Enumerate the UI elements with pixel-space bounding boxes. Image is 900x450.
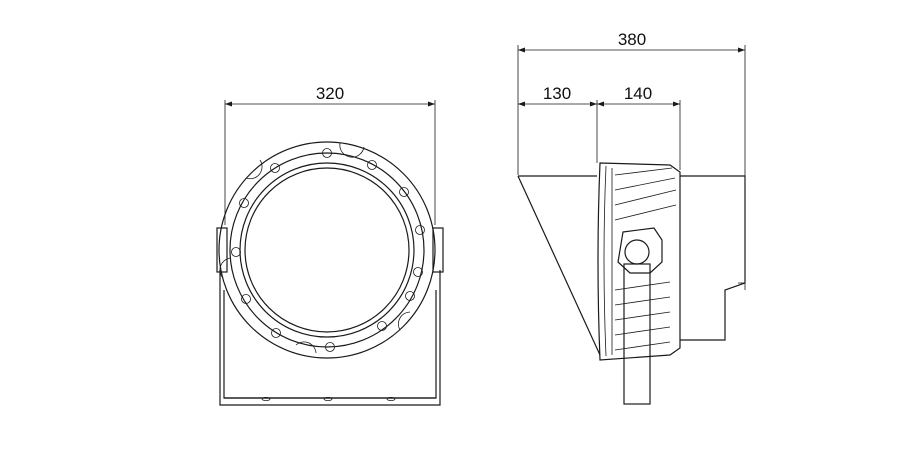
lamp-housing-front bbox=[218, 141, 436, 359]
side-segment-a-label: 130 bbox=[543, 84, 571, 103]
bolt-holes bbox=[231, 148, 425, 352]
side-total-label: 380 bbox=[618, 30, 646, 49]
mounting-bracket bbox=[216, 227, 444, 406]
lamp-housing-side bbox=[597, 162, 681, 405]
front-width-dimension: 320 bbox=[224, 84, 436, 225]
side-view: 380 130 140 bbox=[517, 30, 746, 405]
side-segment-b-label: 140 bbox=[624, 84, 652, 103]
rear-body bbox=[517, 175, 746, 356]
bracket-arm bbox=[623, 263, 651, 405]
rim-notches bbox=[219, 142, 411, 354]
front-view: 320 bbox=[216, 84, 444, 406]
front-width-label: 320 bbox=[316, 84, 344, 103]
side-segment-dimensions: 130 140 bbox=[518, 84, 681, 170]
